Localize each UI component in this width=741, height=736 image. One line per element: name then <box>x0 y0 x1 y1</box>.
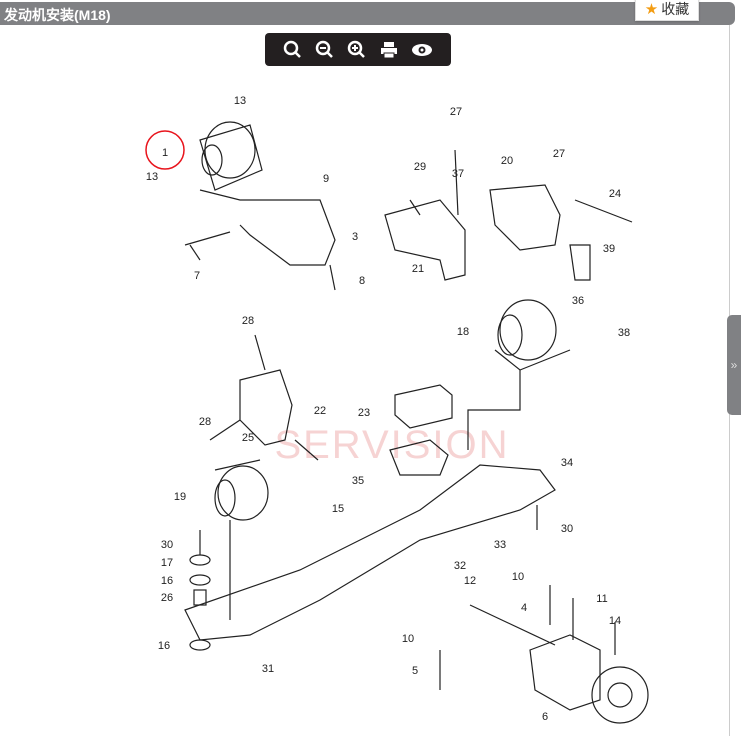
highlight-circle <box>145 130 185 170</box>
part-label[interactable]: 13 <box>234 95 246 107</box>
part-label[interactable]: 22 <box>314 405 326 417</box>
part-label[interactable]: 28 <box>242 315 254 327</box>
part-label[interactable]: 12 <box>464 575 476 587</box>
part-label[interactable]: 25 <box>242 432 254 444</box>
part-label[interactable]: 36 <box>572 295 584 307</box>
part-label[interactable]: 8 <box>359 275 365 287</box>
zoom-in-icon[interactable] <box>347 40 367 60</box>
part-label[interactable]: 30 <box>161 539 173 551</box>
part-label[interactable]: 15 <box>332 503 344 515</box>
part-label[interactable]: 5 <box>412 665 418 677</box>
part-label[interactable]: 32 <box>454 560 466 572</box>
part-label[interactable]: 38 <box>618 327 630 339</box>
part-label[interactable]: 10 <box>512 571 524 583</box>
part-label[interactable]: 14 <box>609 615 621 627</box>
part-label[interactable]: 6 <box>542 711 548 723</box>
part-label[interactable]: 16 <box>161 575 173 587</box>
part-label[interactable]: 20 <box>501 155 513 167</box>
part-label[interactable]: 34 <box>561 457 573 469</box>
title-bar: 发动机安装(M18) <box>0 2 735 25</box>
part-label[interactable]: 27 <box>450 106 462 118</box>
image-toolbar <box>265 33 451 66</box>
part-label[interactable]: 31 <box>262 663 274 675</box>
part-label[interactable]: 33 <box>494 539 506 551</box>
favorite-label: 收藏 <box>661 0 690 17</box>
part-label[interactable]: 30 <box>561 523 573 535</box>
part-label[interactable]: 27 <box>553 148 565 160</box>
eye-icon[interactable] <box>411 40 433 60</box>
part-label[interactable]: 28 <box>199 416 211 428</box>
part-label[interactable]: 26 <box>161 592 173 604</box>
star-icon: ★ <box>644 0 659 18</box>
part-label[interactable]: 35 <box>352 475 364 487</box>
part-label[interactable]: 4 <box>521 602 527 614</box>
part-label[interactable]: 3 <box>352 231 358 243</box>
page-title: 发动机安装(M18) <box>4 7 111 23</box>
favorite-button[interactable]: ★ 收藏 <box>635 0 699 21</box>
part-label[interactable]: 19 <box>174 491 186 503</box>
part-label[interactable]: 17 <box>161 557 173 569</box>
part-label[interactable]: 39 <box>603 243 615 255</box>
part-label[interactable]: 16 <box>158 640 170 652</box>
part-label[interactable]: 37 <box>452 168 464 180</box>
print-icon[interactable] <box>379 40 399 60</box>
part-label[interactable]: 21 <box>412 263 424 275</box>
part-label[interactable]: 13 <box>146 171 158 183</box>
part-label[interactable]: 18 <box>457 326 469 338</box>
zoom-out-icon[interactable] <box>315 40 335 60</box>
part-label[interactable]: 10 <box>402 633 414 645</box>
watermark: SERVISION <box>274 423 509 467</box>
part-label[interactable]: 29 <box>414 161 426 173</box>
search-icon[interactable] <box>283 40 303 60</box>
part-label[interactable]: 7 <box>194 270 200 282</box>
part-label[interactable]: 9 <box>323 173 329 185</box>
part-label[interactable]: 1 <box>162 147 168 159</box>
part-label[interactable]: 11 <box>596 593 607 605</box>
part-label[interactable]: 23 <box>358 407 370 419</box>
part-label[interactable]: 24 <box>609 188 621 200</box>
expand-panel-tab[interactable]: » <box>727 315 741 415</box>
parts-drawing <box>184 121 649 724</box>
